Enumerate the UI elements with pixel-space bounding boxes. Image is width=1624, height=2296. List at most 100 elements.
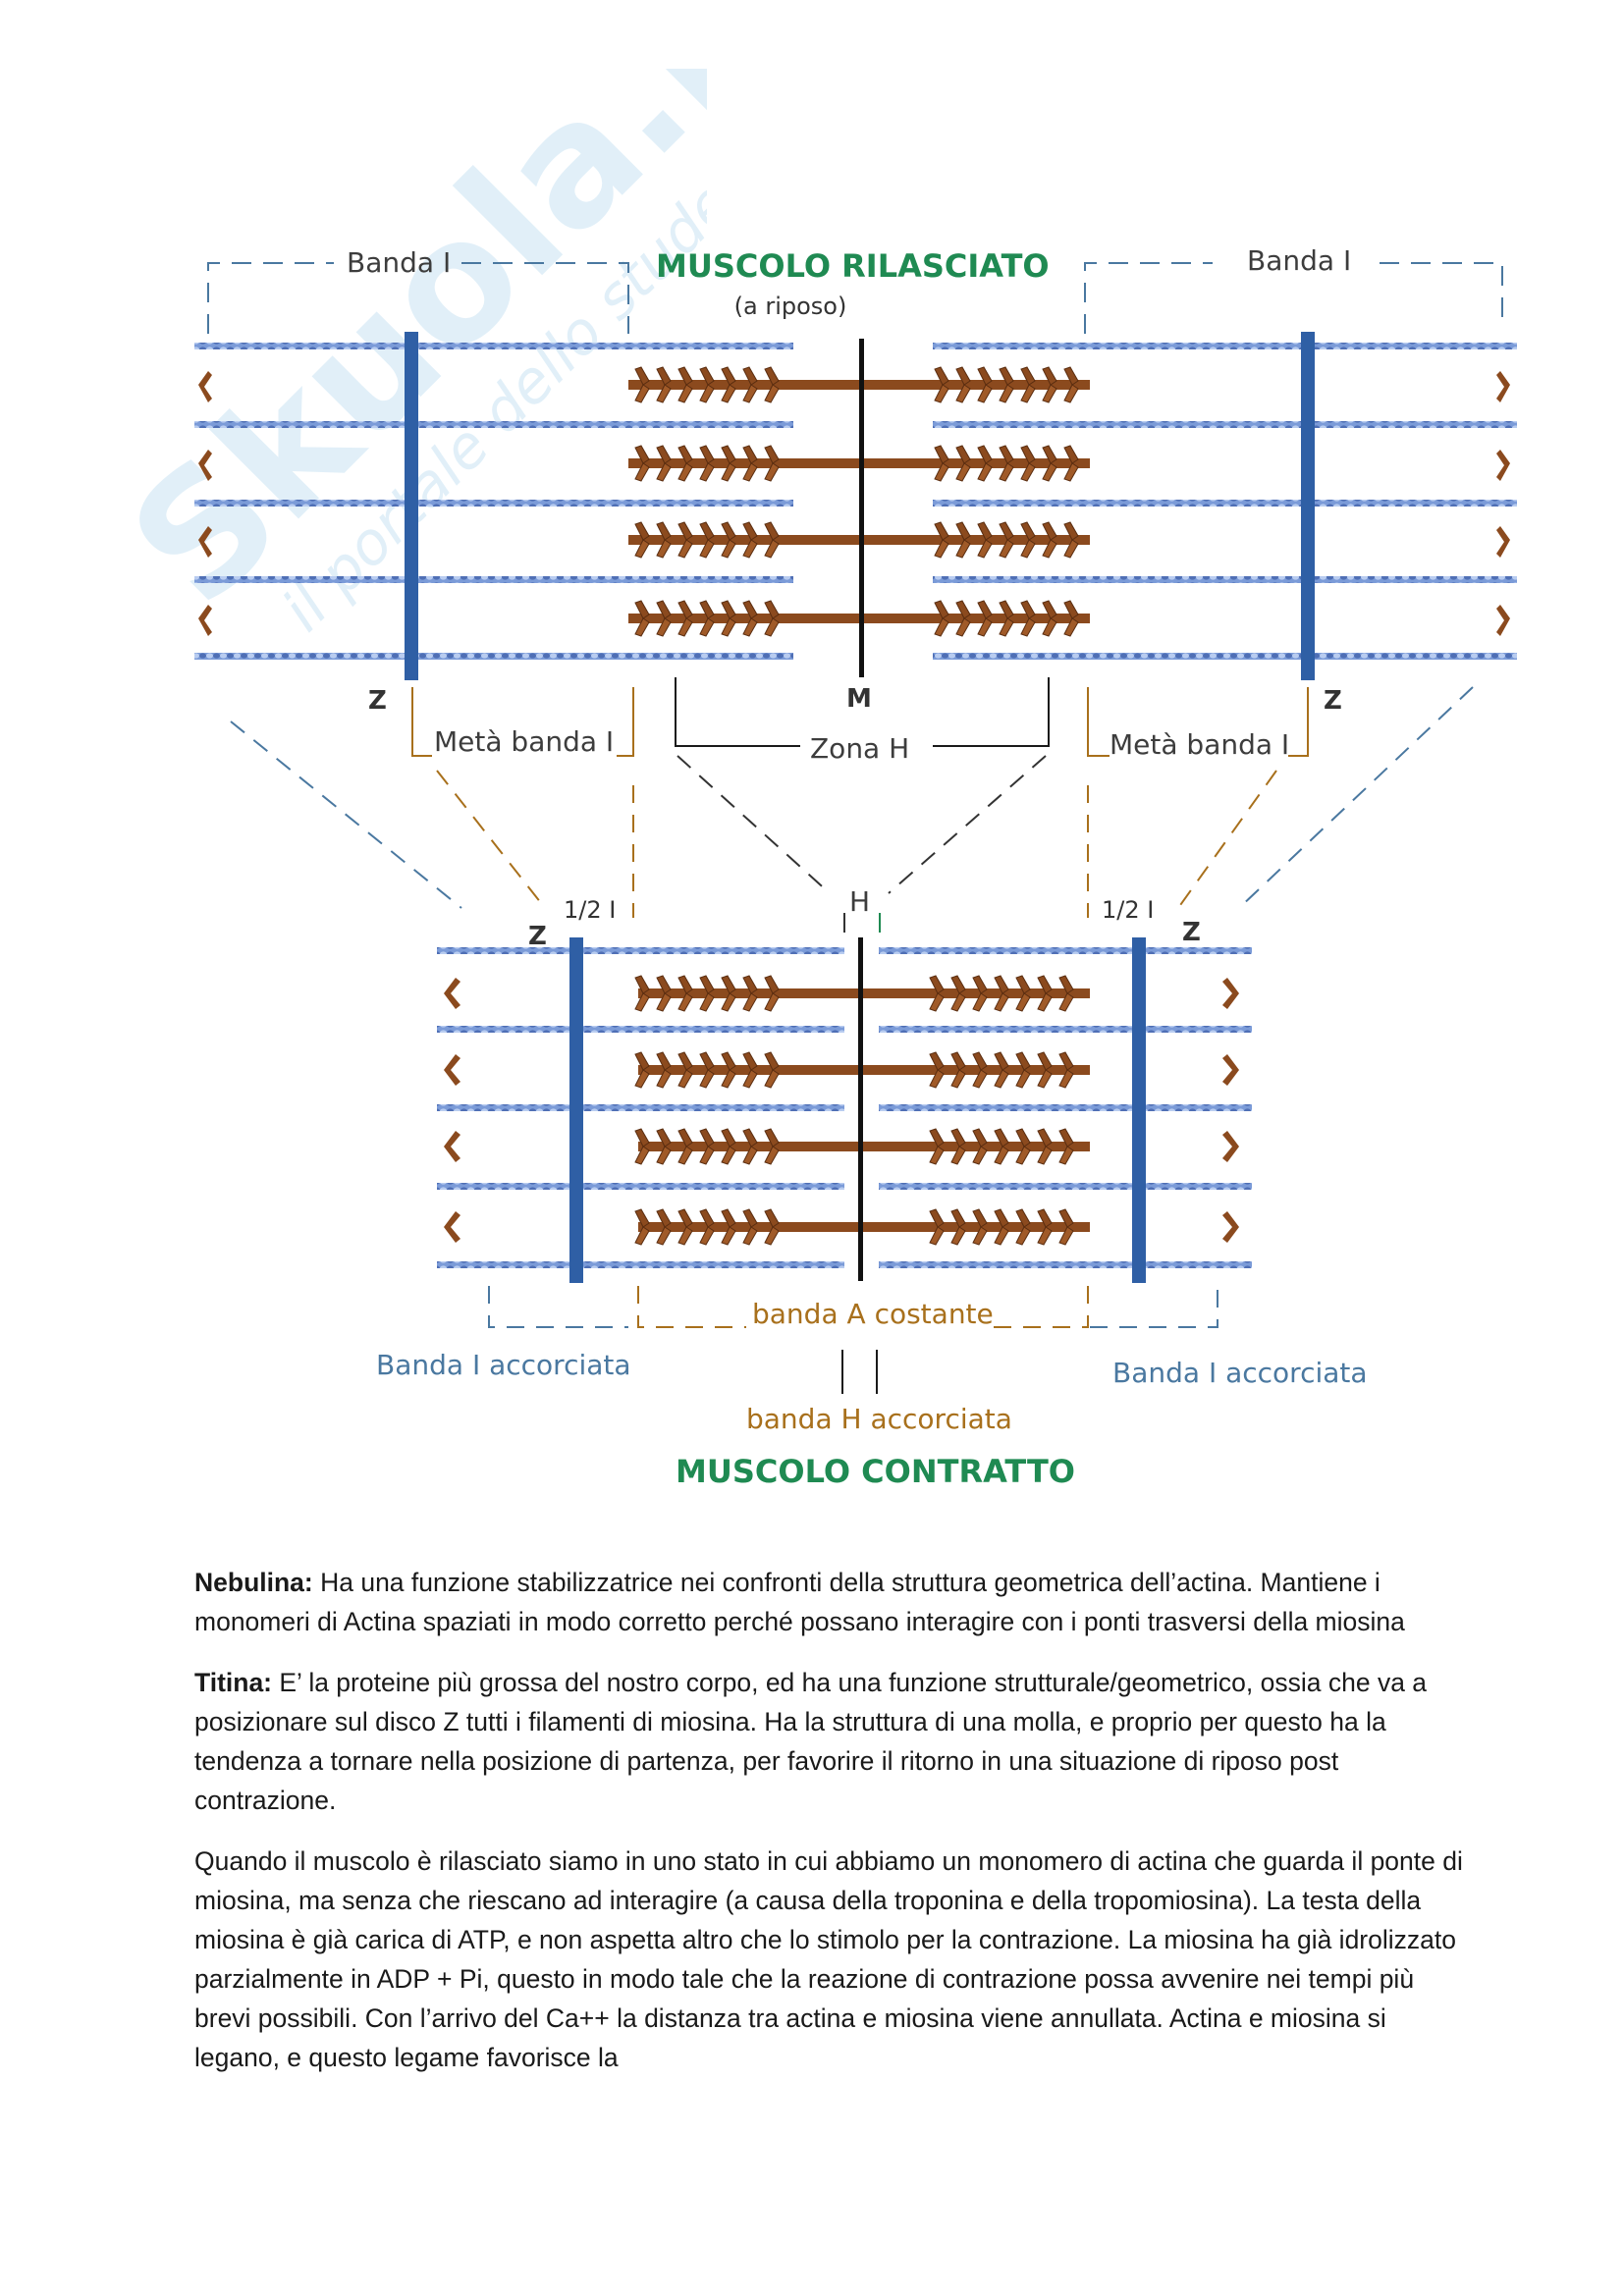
myosin-head <box>742 1051 758 1071</box>
actin-filament <box>879 1104 1252 1111</box>
myosin-head <box>677 366 693 386</box>
myosin-head <box>721 1226 736 1246</box>
myosin-head <box>1020 617 1036 637</box>
myosin-head <box>1063 521 1079 541</box>
myosin-filament <box>638 1065 1090 1075</box>
myosin-head <box>1037 992 1053 1012</box>
actin-filament <box>879 947 1252 954</box>
myosin-head <box>444 1211 460 1243</box>
myosin-head <box>634 384 650 403</box>
myosin-head <box>764 366 780 386</box>
myosin-head <box>634 1069 650 1089</box>
myosin-head <box>656 1226 672 1246</box>
myosin-head <box>1037 1226 1053 1246</box>
myosin-head <box>994 1069 1009 1089</box>
myosin-head <box>721 462 736 482</box>
myosin-head <box>1058 1128 1074 1148</box>
myosin-head <box>950 992 966 1012</box>
myosin-head <box>764 1128 780 1148</box>
myosin-head <box>929 1051 945 1071</box>
myosin-head <box>955 617 971 637</box>
myosin-head <box>764 539 780 559</box>
myosin-head <box>972 1208 988 1228</box>
myosin-head <box>1058 1069 1074 1089</box>
myosin-head <box>742 462 758 482</box>
myosin-head <box>444 1131 460 1162</box>
myosin-head <box>999 384 1014 403</box>
myosin-head <box>699 992 715 1012</box>
myosin-head <box>929 1128 945 1148</box>
myosin-head <box>1020 462 1036 482</box>
myosin-head <box>198 526 212 558</box>
myosin-head <box>1496 526 1510 558</box>
myosin-head <box>1058 1146 1074 1165</box>
m-line-contracted <box>858 937 863 1281</box>
myosin-head <box>634 1146 650 1165</box>
myosin-head <box>950 975 966 994</box>
contracted-title: MUSCOLO CONTRATTO <box>676 1453 1075 1490</box>
contracted-sarcomere <box>437 937 1252 1283</box>
actin-filament <box>933 576 1517 583</box>
myosin-head <box>634 1128 650 1148</box>
myosin-head <box>1037 1146 1053 1165</box>
myosin-head <box>994 975 1009 994</box>
myosin-head <box>1020 445 1036 464</box>
band-h-short-bracket <box>841 1350 878 1394</box>
myosin-head <box>742 445 758 464</box>
myosin-head <box>972 1146 988 1165</box>
myosin-head <box>656 1208 672 1228</box>
actin-filament <box>437 1183 844 1190</box>
relaxed-subtitle: (a riposo) <box>734 293 847 320</box>
myosin-head <box>656 1146 672 1165</box>
h-contracted-bracket <box>843 913 881 933</box>
myosin-head <box>934 600 949 619</box>
myosin-head <box>742 1069 758 1089</box>
myosin-head <box>1015 1069 1031 1089</box>
myosin-head <box>764 1051 780 1071</box>
myosin-head <box>994 1051 1009 1071</box>
myosin-head <box>742 366 758 386</box>
myosin-head <box>994 1146 1009 1165</box>
myosin-head <box>677 1208 693 1228</box>
myosin-head <box>721 384 736 403</box>
myosin-head <box>1015 1128 1031 1148</box>
myosin-head <box>934 521 949 541</box>
myosin-head <box>656 521 672 541</box>
z-disc-contracted-left <box>569 937 583 1283</box>
myosin-head <box>999 462 1014 482</box>
myosin-head <box>1020 539 1036 559</box>
myosin-head <box>1037 1069 1053 1089</box>
myosin-head <box>1063 445 1079 464</box>
myosin-head <box>934 366 949 386</box>
z-label-left: Z <box>368 686 387 716</box>
myosin-head <box>699 366 715 386</box>
myosin-head <box>699 975 715 994</box>
myosin-head <box>764 462 780 482</box>
myosin-head <box>699 617 715 637</box>
myosin-head <box>955 462 971 482</box>
band-i-left-label: Banda I <box>347 246 451 279</box>
myosin-head <box>444 978 460 1009</box>
myosin-head <box>929 1069 945 1089</box>
myosin-head <box>1015 975 1031 994</box>
myosin-head <box>656 384 672 403</box>
myosin-head <box>972 992 988 1012</box>
myosin-head <box>721 617 736 637</box>
myosin-head <box>1063 539 1079 559</box>
myosin-head <box>699 384 715 403</box>
myosin-head <box>1042 366 1057 386</box>
half-i-left-label: 1/2 I <box>564 896 616 924</box>
myosin-head <box>950 1051 966 1071</box>
myosin-head <box>950 1128 966 1148</box>
myosin-head <box>699 1051 715 1071</box>
myosin-head <box>934 445 949 464</box>
actin-filament <box>437 1026 844 1033</box>
myosin-head <box>677 445 693 464</box>
myosin-head <box>934 384 949 403</box>
myosin-head <box>1042 617 1057 637</box>
myosin-head <box>934 462 949 482</box>
myosin-head <box>972 975 988 994</box>
actin-filament <box>879 1261 1252 1268</box>
actin-filament <box>933 653 1517 660</box>
myosin-head <box>1037 1208 1053 1228</box>
